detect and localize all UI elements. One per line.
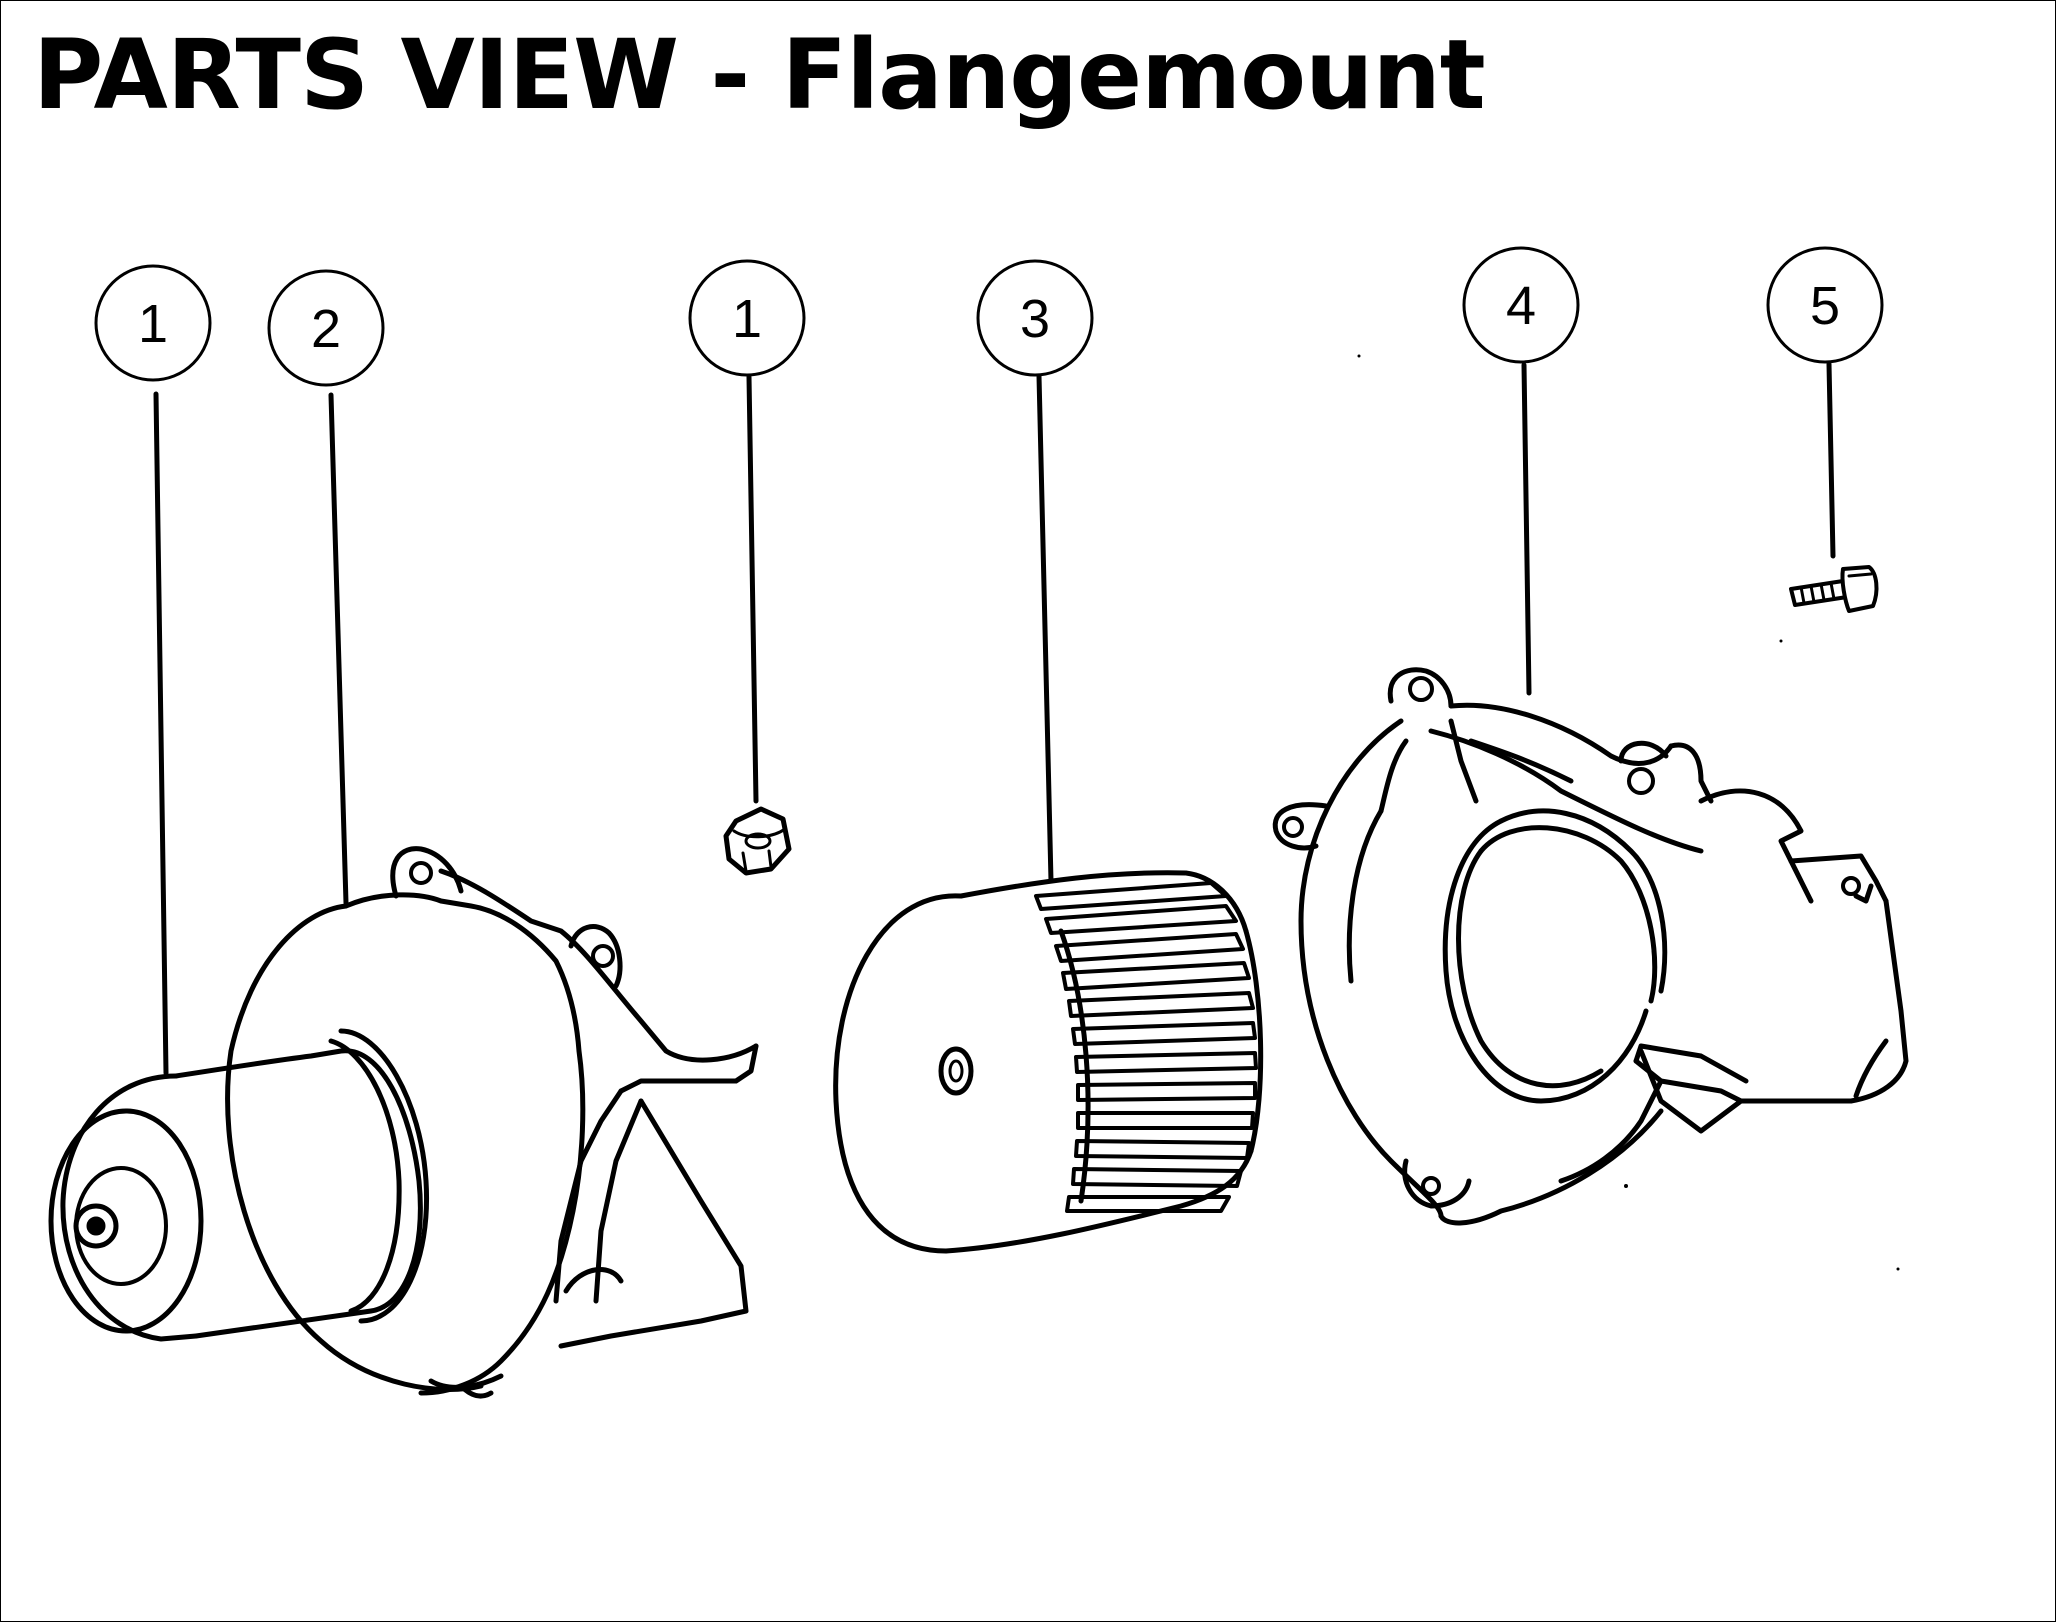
- leader-line: [1521, 362, 1532, 696]
- blower-wheel: [833, 870, 1264, 1254]
- leader-line: [328, 392, 349, 906]
- motor-housing-assembly: [48, 846, 759, 1399]
- callout-label: 1: [732, 289, 762, 349]
- flange-housing: [1272, 667, 1909, 1226]
- callout-label: 3: [1020, 289, 1050, 349]
- callout-label: 5: [1810, 276, 1840, 336]
- callout-label: 2: [311, 299, 341, 359]
- callout-2-housing: 2: [267, 269, 385, 906]
- screw: [1789, 565, 1879, 613]
- leader-line: [1826, 361, 1836, 559]
- leader-line: [1036, 373, 1054, 884]
- callout-1-nut: 1: [688, 259, 806, 804]
- leader-line: [153, 391, 169, 1076]
- callout-label: 1: [138, 294, 168, 354]
- callout-label: 4: [1506, 276, 1536, 336]
- leader-line: [746, 374, 759, 804]
- nut: [723, 806, 792, 876]
- callout-1-motor: 1: [94, 264, 212, 1076]
- callout-4-flange: 4: [1462, 246, 1580, 696]
- blower-fins: [1034, 881, 1258, 1213]
- callout-3-blower-wheel: 3: [976, 259, 1094, 884]
- callout-5-screw: 5: [1766, 246, 1884, 559]
- page-title: PARTS VIEW - Flangemount: [33, 19, 1486, 131]
